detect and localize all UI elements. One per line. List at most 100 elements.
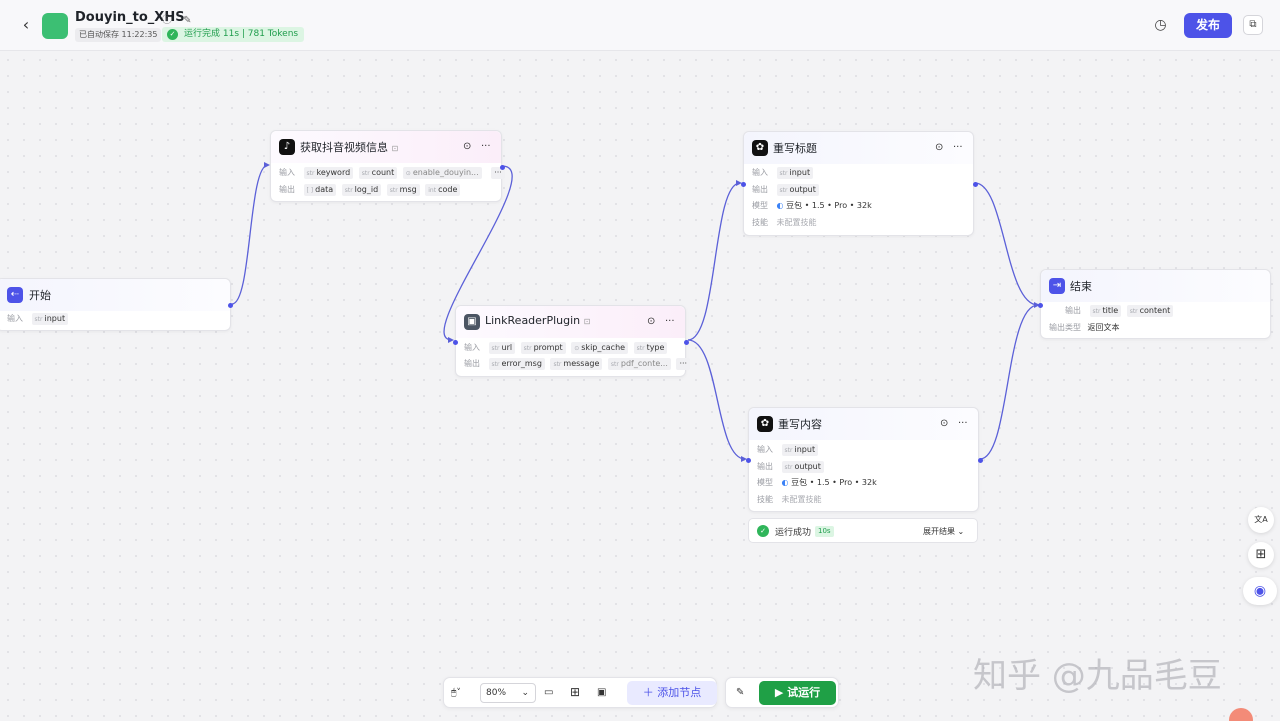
input-port[interactable] [1038,303,1043,308]
info-edit-icon[interactable]: ⓘ ✎ [162,15,196,26]
minimap-icon[interactable]: ▣ [597,687,607,698]
more-icon[interactable]: ··· [953,142,963,153]
history-icon[interactable]: ◷ [1154,17,1167,33]
output-port[interactable] [973,182,978,187]
node-title: 结束 [1070,280,1092,293]
zoom-value: 80% [486,688,507,698]
param-tag: [ ]data [303,184,337,196]
input-label: 输入 [757,445,773,454]
llm-icon: ✿ [757,416,773,432]
more-params-icon[interactable]: ··· [491,167,505,179]
output-port[interactable] [684,340,689,345]
output-label: 输出 [279,185,295,194]
run-node-icon[interactable]: ⊙ [647,316,656,327]
mouse-mode-icon[interactable]: 🖱˅ [451,688,461,698]
run-toolbar: ✎ ▶ 试运行 [725,677,839,708]
add-node-button[interactable]: ＋ 添加节点 [627,681,717,705]
llm-icon: ✿ [752,140,768,156]
model-name: 豆包 • 1.5 • Pro • 32k [786,201,872,210]
run-node-icon[interactable]: ⊙ [463,141,472,152]
doubao-icon: ◐ [781,478,789,487]
comment-icon[interactable]: ▭ [544,687,554,698]
more-icon[interactable]: ··· [481,141,491,152]
skill-value: 未配置技能 [781,495,822,504]
edge-title-end [974,182,1039,306]
apps-icon[interactable]: ⊞ [1248,542,1274,568]
back-arrow-icon[interactable]: ‹ [22,15,30,34]
node-title: 开始 [29,289,51,302]
skill-label: 技能 [757,495,773,504]
copy-icon[interactable]: ⧉ [1243,15,1263,35]
node-title: LinkReaderPlugin ⊡ [485,314,591,327]
auto-layout-icon[interactable]: ⊞ [570,685,581,699]
node-title: 重写内容 [778,418,822,431]
model-label: 模型 [752,201,768,210]
check-icon: ✓ [167,29,178,40]
output-type-value: 返回文本 [1087,323,1120,332]
translate-icon[interactable]: 文A [1248,507,1274,533]
workflow-canvas[interactable] [0,52,1280,721]
input-port[interactable] [453,340,458,345]
output-label: 输出 [757,462,773,471]
input-label: 输入 [7,314,23,323]
autosave-badge: 已自动保存 11:22:35 [75,28,162,42]
tiktok-icon: ♪ [279,139,295,155]
zoom-select[interactable]: 80% ⌄ [480,683,536,703]
chevron-down-icon: ⌄ [521,688,529,698]
publish-button[interactable]: 发布 [1184,13,1232,38]
param-tag: ⊙enable_douyin... [402,167,482,179]
run-time-badge: 10s [815,526,834,537]
edge-douyin-linkreader [443,165,513,341]
edge-start-douyin [231,164,269,305]
input-port[interactable] [746,458,751,463]
canvas-toolbar: 🖱˅ 80% ⌄ ▭ ⊞ ▣ ＋ 添加节点 [443,677,717,708]
assistant-bot-icon[interactable]: ◉ [1243,577,1277,605]
workflow-app-icon [42,13,68,39]
more-icon[interactable]: ··· [958,418,968,429]
watermark: 知乎 @九品毛豆 [973,656,1222,696]
node-title: 重写标题 [773,142,817,155]
more-icon[interactable]: ··· [665,316,675,327]
output-type-label: 输出类型 [1049,323,1081,332]
output-port[interactable] [978,458,983,463]
model-name: 豆包 • 1.5 • Pro • 32k [791,478,877,487]
output-label: 输出 [464,359,480,368]
run-node-icon[interactable]: ⊙ [935,142,944,153]
debug-icon[interactable]: ✎ [736,687,745,698]
run-status-text: 运行完成 11s | 781 Tokens [184,29,299,39]
edge-linkreader-content [687,339,746,460]
run-result-status: 运行成功 [775,528,812,538]
output-port[interactable] [228,303,233,308]
node-title: 获取抖音视频信息 ⊡ [300,141,399,154]
output-label: 输出 [1065,306,1081,315]
edge-linkreader-title [687,182,741,341]
input-label: 输入 [464,343,480,352]
expand-result-button[interactable]: 展开结果 ⌄ [923,527,965,536]
run-node-icon[interactable]: ⊙ [940,418,949,429]
more-params-icon[interactable]: ··· [676,358,691,370]
run-result-bar: ✓ 运行成功 10s 展开结果 ⌄ [748,518,978,543]
input-port[interactable] [741,182,746,187]
success-icon: ✓ [757,525,769,537]
trial-run-button[interactable]: ▶ 试运行 [759,681,836,705]
start-icon: ⇠ [7,287,23,303]
output-port[interactable] [500,165,505,170]
